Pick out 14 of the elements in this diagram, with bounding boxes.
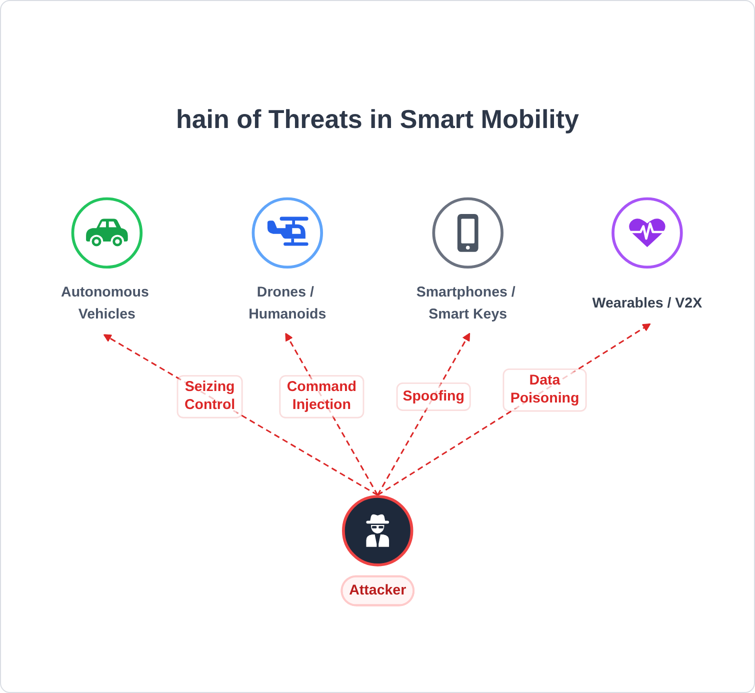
dashed-arrow (377, 323, 651, 496)
edge-label: Seizing Control (176, 375, 243, 418)
edge-label: Command Injection (279, 375, 364, 418)
node-label: Autonomous Vehicles (61, 284, 149, 322)
dashed-arrow (103, 334, 378, 496)
node-label: Attacker (349, 582, 406, 598)
node-label: Wearables / V2X (592, 294, 702, 312)
edge-label: Data Poisoning (502, 368, 587, 412)
diagram-title: hain of Threats in Smart Mobility (174, 104, 580, 135)
node-label: Drones / Humanoids (248, 284, 326, 322)
node-label: Smartphones / Smart Keys (416, 284, 516, 322)
dashed-arrow (285, 332, 378, 496)
dashed-arrow (376, 332, 470, 496)
edge-label: Spoofing (396, 382, 471, 411)
